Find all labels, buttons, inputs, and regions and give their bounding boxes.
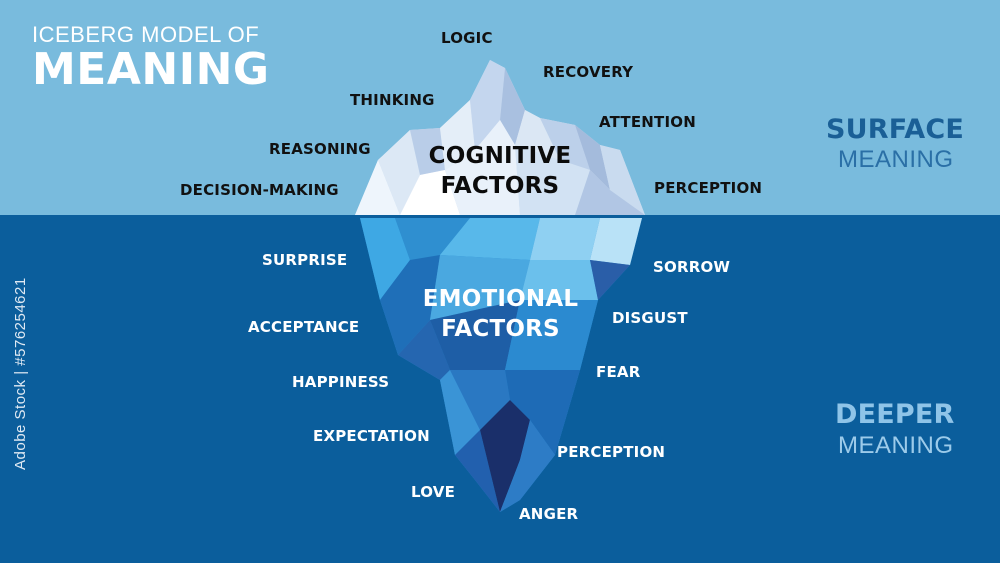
term-acceptance: ACCEPTANCE: [248, 318, 360, 336]
cognitive-line-2: FACTORS: [440, 173, 560, 199]
term-thinking: THINKING: [350, 91, 435, 109]
stock-id-watermark: Adobe Stock | #576254621: [12, 277, 29, 470]
term-anger: ANGER: [519, 505, 579, 523]
title-line-2: MEANING: [32, 44, 270, 95]
iceberg-underwater: [360, 218, 642, 512]
cognitive-factors-heading: COGNITIVE FACTORS: [420, 141, 580, 201]
title-line-1: ICEBERG MODEL OF: [32, 22, 260, 47]
term-perception-bottom: PERCEPTION: [557, 443, 666, 461]
iceberg-tip: [355, 60, 645, 215]
term-happiness: HAPPINESS: [292, 373, 390, 391]
term-perception-top: PERCEPTION: [654, 179, 763, 197]
cognitive-line-1: COGNITIVE: [428, 143, 572, 169]
term-expectation: EXPECTATION: [313, 427, 430, 445]
term-love: LOVE: [411, 483, 456, 501]
term-fear: FEAR: [596, 363, 641, 381]
term-logic: LOGIC: [441, 29, 493, 47]
emotional-line-1: EMOTIONAL: [422, 286, 579, 312]
deeper-label: DEEPER: [835, 399, 955, 430]
term-sorrow: SORROW: [653, 258, 731, 276]
deeper-sublabel: MEANING: [838, 432, 954, 459]
surface-label: SURFACE: [826, 114, 965, 145]
term-reasoning: REASONING: [269, 140, 371, 158]
emotional-factors-heading: EMOTIONAL FACTORS: [413, 284, 588, 344]
term-surprise: SURPRISE: [262, 251, 348, 269]
emotional-line-2: FACTORS: [441, 316, 560, 342]
surface-sublabel: MEANING: [838, 146, 954, 173]
term-recovery: RECOVERY: [543, 63, 634, 81]
term-decision-making: DECISION-MAKING: [180, 181, 339, 199]
term-disgust: DISGUST: [612, 309, 688, 327]
term-attention: ATTENTION: [599, 113, 696, 131]
